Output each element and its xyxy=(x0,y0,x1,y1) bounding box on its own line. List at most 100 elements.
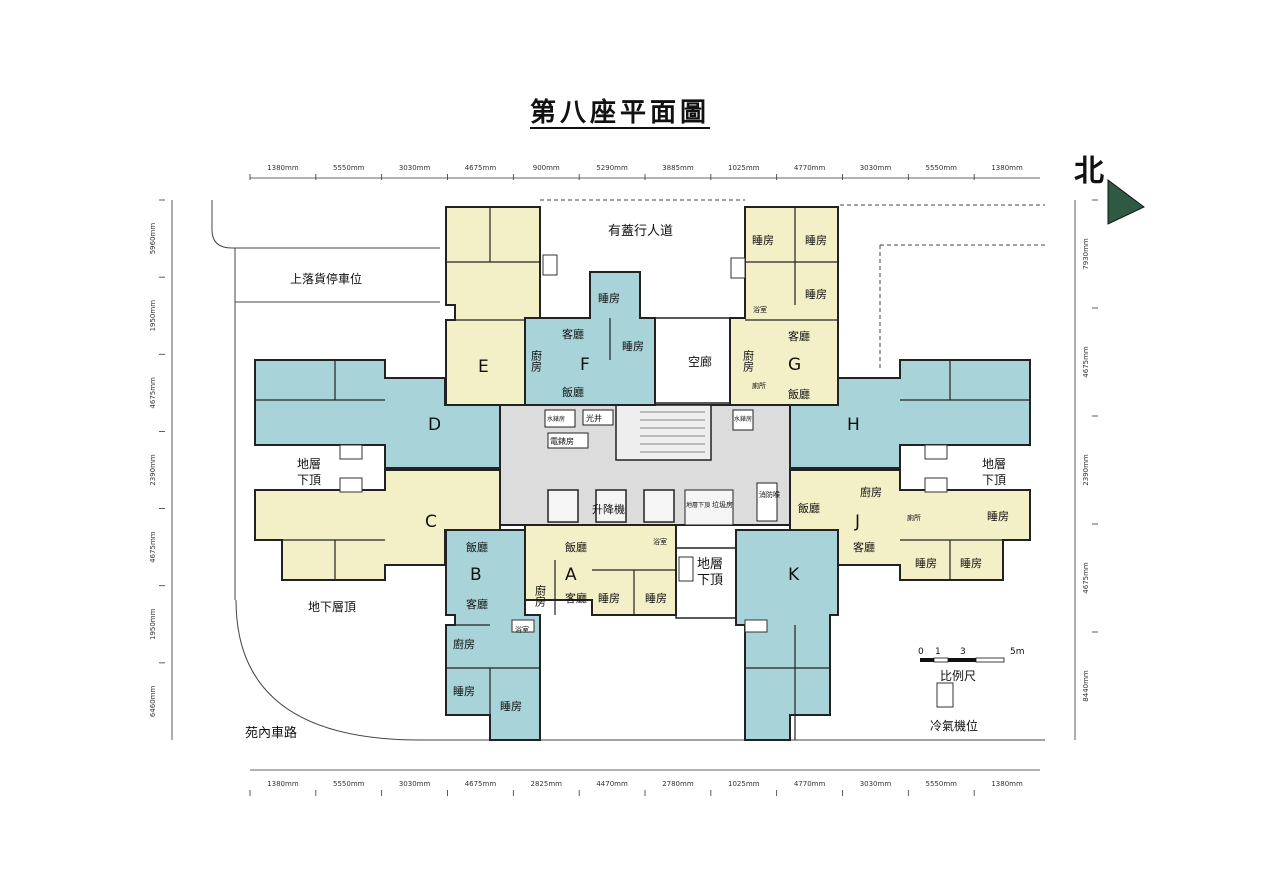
dim-top-label-4: 900mm xyxy=(533,164,560,172)
dim-top-label-2: 3030mm xyxy=(399,164,431,172)
dim-right-label-0: 7930mm xyxy=(1082,238,1090,270)
dim-bottom-label-4: 2825mm xyxy=(531,780,563,788)
site-outline xyxy=(211,199,1045,741)
unit-f xyxy=(524,271,656,406)
lift-car-2 xyxy=(595,489,627,523)
dim-left-label-0: 5960mm xyxy=(149,223,157,255)
room-b-kitchen: 廚房 xyxy=(453,637,475,651)
basement-roof-right-2: 下頂 xyxy=(982,473,1006,487)
unit-label-d: D xyxy=(428,415,441,435)
lift-label: 升降機 xyxy=(592,502,625,516)
staircase xyxy=(615,404,712,461)
unit-g xyxy=(729,206,839,406)
fire-services-label: 消防喉 xyxy=(759,490,780,499)
unit-label-c: C xyxy=(425,512,437,532)
scale-tick-5m: 5m xyxy=(1010,647,1025,657)
ac-legend-label: 冷氣機位 xyxy=(930,718,978,733)
dim-bottom-label-10: 5550mm xyxy=(926,780,958,788)
room-a-dining: 飯廳 xyxy=(565,540,587,554)
light-well-label: 光井 xyxy=(586,413,602,423)
room-b-dining: 飯廳 xyxy=(466,540,488,554)
room-f-living: 客廳 xyxy=(562,327,584,341)
room-g-bath: 浴室 xyxy=(753,305,767,314)
dim-bottom-label-6: 2780mm xyxy=(662,780,694,788)
room-j-living: 客廳 xyxy=(853,540,875,554)
refuse-room-label: 垃圾房 xyxy=(712,500,733,509)
stair-treads xyxy=(640,411,705,453)
basement-roof-left-1: 地層 xyxy=(297,457,321,471)
unit-label-b: B xyxy=(470,565,482,585)
room-j-toilet: 廁所 xyxy=(907,513,921,522)
basement-roof-bottom-label: 地下層頂 xyxy=(308,600,356,614)
estate-road-label: 苑內車路 xyxy=(245,725,297,741)
room-j-bedroom-2: 睡房 xyxy=(915,557,937,570)
dim-left-label-4: 4675mm xyxy=(149,531,157,563)
dim-bottom-label-7: 1025mm xyxy=(728,780,760,788)
dim-left-label-3: 2390mm xyxy=(149,454,157,486)
void-box xyxy=(654,317,731,404)
dim-bottom-label-1: 5550mm xyxy=(333,780,365,788)
room-a-living: 客廳 xyxy=(565,591,587,605)
scale-tick-0: 0 xyxy=(918,647,924,657)
dim-left-label-2: 4675mm xyxy=(149,377,157,409)
scale-bar xyxy=(920,657,1005,663)
unit-label-g: G xyxy=(788,355,801,375)
dim-left-label-5: 1950mm xyxy=(149,608,157,640)
page-title: 第八座平面圖 xyxy=(530,98,711,128)
dim-left-label-6: 6460mm xyxy=(149,686,157,718)
scale-label: 比例尺 xyxy=(940,669,976,683)
dim-bottom-label-0: 1380mm xyxy=(267,780,299,788)
room-g-living: 客廳 xyxy=(788,329,810,343)
room-b-living: 客廳 xyxy=(466,597,488,611)
unit-label-h: H xyxy=(847,415,860,435)
lift-car-3 xyxy=(643,489,675,523)
room-b-bedroom-2: 睡房 xyxy=(500,700,522,713)
dim-top-label-11: 1380mm xyxy=(991,164,1023,172)
room-b-bath: 浴室 xyxy=(515,625,529,634)
room-f-bedroom-1: 睡房 xyxy=(598,292,620,305)
room-g-dining: 飯廳 xyxy=(788,387,810,401)
refuse-box xyxy=(684,489,734,526)
water-meter-left-label: 水錶房 xyxy=(547,415,565,423)
dim-bottom-label-9: 3030mm xyxy=(860,780,892,788)
dim-bottom-label-8: 4770mm xyxy=(794,780,826,788)
internal-walls xyxy=(255,207,1030,740)
light-well-box xyxy=(582,409,614,426)
unit-label-j: J xyxy=(854,512,860,532)
unit-label-a: A xyxy=(565,565,577,585)
water-meter-left-box xyxy=(544,409,576,428)
unit-h xyxy=(789,359,1031,469)
north-arrow-icon xyxy=(1107,179,1145,225)
room-a-bath: 浴室 xyxy=(653,537,667,546)
lift-car-1 xyxy=(547,489,579,523)
dim-top-label-9: 3030mm xyxy=(860,164,892,172)
room-a-bedroom-2: 睡房 xyxy=(645,592,667,605)
dim-bottom-label-3: 4675mm xyxy=(465,780,497,788)
room-j-bedroom-3: 睡房 xyxy=(960,557,982,570)
room-f-kitchen-1: 廚房 xyxy=(530,349,543,373)
water-meter-right-label: 水錶房 xyxy=(734,415,752,423)
basement-roof-right-1: 地層 xyxy=(982,457,1006,471)
room-g-bedroom-1: 睡房 xyxy=(752,234,774,247)
dim-left-label-1: 1950mm xyxy=(149,300,157,332)
dim-top-label-10: 5550mm xyxy=(926,164,958,172)
basement-roof-left-2: 下頂 xyxy=(297,473,321,487)
room-a-kitchen-1: 廚房 xyxy=(534,584,547,608)
unit-label-f: F xyxy=(580,355,590,375)
void-label: 空廊 xyxy=(688,354,712,369)
scale-tick-3: 3 xyxy=(960,647,966,657)
basement-roof-center-2: 下頂 xyxy=(697,573,723,588)
electric-meter-box xyxy=(547,432,589,449)
dim-right-label-4: 8440mm xyxy=(1082,670,1090,702)
room-g-kitchen-1: 廚房 xyxy=(742,349,755,373)
room-f-bedroom-2: 睡房 xyxy=(622,340,644,353)
dim-top-label-6: 3885mm xyxy=(662,164,694,172)
electric-meter-label: 電錶房 xyxy=(550,436,574,446)
dim-top-label-8: 4770mm xyxy=(794,164,826,172)
loading-bay-label: 上落貨停車位 xyxy=(290,271,362,286)
north-label: 北 xyxy=(1074,154,1104,189)
dim-top-label-0: 1380mm xyxy=(267,164,299,172)
